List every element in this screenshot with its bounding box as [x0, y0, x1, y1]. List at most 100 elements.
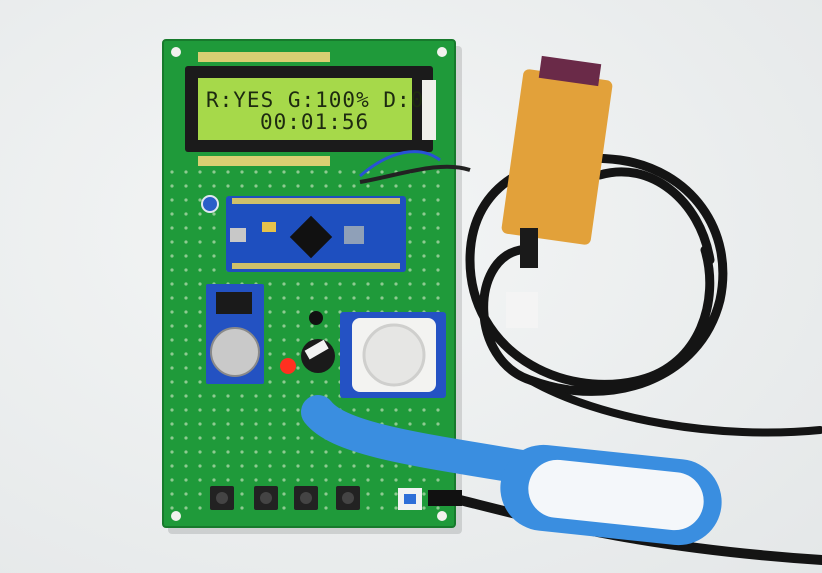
- pcb-pad: [254, 184, 258, 188]
- pcb-pad: [282, 352, 286, 356]
- pcb-pad: [282, 324, 286, 328]
- pcb-pad: [184, 198, 188, 202]
- pcb-pad: [184, 296, 188, 300]
- pcb-pad: [380, 408, 384, 412]
- pcb-pad: [170, 184, 174, 188]
- pcb-pad: [226, 464, 230, 468]
- pcb-pad: [338, 464, 342, 468]
- pcb-pad: [184, 492, 188, 496]
- pcb-pad: [170, 268, 174, 272]
- pcb-pad: [198, 492, 202, 496]
- pcb-pad: [282, 506, 286, 510]
- pcb-pad: [212, 464, 216, 468]
- pcb-pad: [170, 226, 174, 230]
- pcb-pad: [282, 492, 286, 496]
- usb-light-panel: [528, 459, 704, 531]
- pcb-pad: [212, 450, 216, 454]
- pcb-pad: [198, 226, 202, 230]
- pcb-pad: [324, 492, 328, 496]
- pcb-pad: [422, 408, 426, 412]
- pcb-pad: [394, 478, 398, 482]
- pcb-pad: [268, 296, 272, 300]
- pcb-pad: [198, 506, 202, 510]
- pcb-pad: [310, 478, 314, 482]
- lcd-line-1: R:YES G:100% D:0: [206, 88, 425, 112]
- pcb-pad: [338, 296, 342, 300]
- pcb-pad: [352, 296, 356, 300]
- pcb-pad: [436, 506, 440, 510]
- pcb-pad: [436, 268, 440, 272]
- pcb-pad: [380, 170, 384, 174]
- rtc-chip: [216, 292, 252, 314]
- pcb-pad: [170, 254, 174, 258]
- pcb-pad: [268, 408, 272, 412]
- pcb-pad: [422, 184, 426, 188]
- pcb-pad: [436, 282, 440, 286]
- pcb-pad: [198, 310, 202, 314]
- pcb-pad: [296, 170, 300, 174]
- pcb-pad: [366, 282, 370, 286]
- pcb-pad: [394, 184, 398, 188]
- pcb-pad: [170, 380, 174, 384]
- pcb-pad: [184, 506, 188, 510]
- pcb-pad: [282, 310, 286, 314]
- pcb-pad: [268, 324, 272, 328]
- sensor-wire: [359, 164, 471, 184]
- pcb-pad: [184, 324, 188, 328]
- pcb-pad: [184, 254, 188, 258]
- pcb-pad: [184, 478, 188, 482]
- pcb-pad: [324, 310, 328, 314]
- pcb-pad: [436, 226, 440, 230]
- pcb-pad: [282, 296, 286, 300]
- pcb-pad: [296, 282, 300, 286]
- pcb-pad: [296, 422, 300, 426]
- pcb-pad: [282, 478, 286, 482]
- pcb-pad: [436, 184, 440, 188]
- pcb-pad: [184, 422, 188, 426]
- lcd-bottom-pins: [198, 156, 330, 166]
- pcb-pad: [184, 450, 188, 454]
- pcb-pad: [408, 422, 412, 426]
- pcb-pad: [296, 380, 300, 384]
- pcb-pad: [394, 296, 398, 300]
- pcb-pad: [422, 198, 426, 202]
- pcb-pad: [226, 450, 230, 454]
- push-buttons: [210, 486, 360, 510]
- lcd-side-label: [422, 80, 436, 140]
- pcb-pad: [310, 170, 314, 174]
- pcb-pad: [198, 450, 202, 454]
- reset-switch: [262, 222, 276, 232]
- usb-light-neck: [301, 395, 557, 487]
- pcb-pad: [254, 170, 258, 174]
- pcb-pad: [366, 408, 370, 412]
- pcb-pad: [296, 296, 300, 300]
- pcb-pad: [422, 240, 426, 244]
- pcb-pad: [170, 436, 174, 440]
- pcb-pad: [296, 184, 300, 188]
- pcb-pad: [198, 324, 202, 328]
- sensor-cable-boot: [520, 228, 538, 268]
- pcb-pad: [352, 282, 356, 286]
- pcb-pad: [408, 296, 412, 300]
- pcb-pad: [170, 198, 174, 202]
- pcb-pad: [212, 254, 216, 258]
- pcb-pad: [240, 422, 244, 426]
- pcb-pad: [394, 464, 398, 468]
- pcb-pad: [296, 436, 300, 440]
- pcb-pad: [282, 408, 286, 412]
- pcb-pad: [198, 240, 202, 244]
- pcb-pad: [170, 506, 174, 510]
- pcb-pad: [282, 338, 286, 342]
- pcb-pad: [380, 296, 384, 300]
- pcb-pad: [380, 184, 384, 188]
- pcb-pad: [212, 394, 216, 398]
- pcb-pad: [310, 450, 314, 454]
- pcb-pad: [184, 282, 188, 286]
- mcu-chip: [289, 215, 333, 259]
- cable-label: [506, 292, 538, 328]
- pcb-pad: [310, 380, 314, 384]
- pcb-pad: [170, 324, 174, 328]
- pcb-pad: [170, 310, 174, 314]
- pcb-pad: [296, 450, 300, 454]
- pcb-pad: [240, 436, 244, 440]
